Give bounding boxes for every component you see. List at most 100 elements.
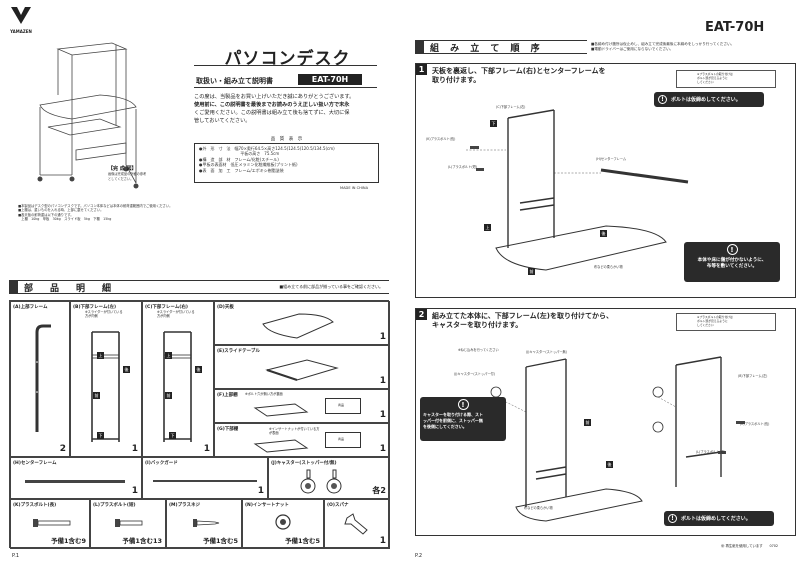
mark-top: 上 bbox=[484, 224, 491, 231]
spec-line-2: 平板の高さ 75.5cm bbox=[199, 151, 280, 157]
intro-line-1: この度は、当製品をお買い上げいただき誠にありがとうございます。 bbox=[194, 94, 355, 100]
part-f-sticker: 商品 bbox=[338, 403, 345, 407]
mark-bottom: 下 bbox=[490, 120, 497, 127]
part-o-qty: 1 bbox=[379, 536, 386, 546]
part-b-qty: 1 bbox=[131, 444, 138, 454]
part-g-sub: ※インサートナットが付いている方が表面 bbox=[269, 427, 320, 436]
part-j-qty: 各2 bbox=[372, 486, 386, 495]
made-in: MADE IN CHINA bbox=[340, 186, 369, 190]
upper-shelf-icon bbox=[253, 403, 309, 417]
step-1-diagram bbox=[466, 109, 689, 271]
lower-frame-right-icon bbox=[163, 331, 192, 442]
label-bolt-short: (L)プラスボルト(短) bbox=[448, 165, 477, 169]
part-c-qty: 1 bbox=[203, 444, 210, 454]
spec-line-1: ●外 形 寸 法 幅70×奥行64.5×高さ124.5(124.5)120.5/… bbox=[199, 146, 335, 151]
step-2-text: 組み立てた本体に、下部フレーム(左)を取り付けてから、 キャスターを取り付けます… bbox=[432, 312, 613, 330]
spec-line-4: ●甲板の表面材 低圧メラミン化粧繊維板(プリント紙) bbox=[199, 162, 298, 168]
part-h-qty: 1 bbox=[131, 486, 138, 496]
product-title: パソコンデスク bbox=[224, 49, 351, 69]
step-1-tip-2: ボルト頭が見えるように bbox=[697, 76, 728, 80]
step-2-warn-1-text-3: を後側にしてください。 bbox=[423, 424, 467, 429]
step-1-text-2: 取り付けます。 bbox=[432, 76, 481, 85]
step-2-text-2: キャスターを取り付けます。 bbox=[432, 321, 523, 330]
label-cloth-2: 布などの柔らかい物 bbox=[524, 506, 553, 510]
step-2-warn-1: ! キャスターを取り付ける際、スト ッパー付を前側に、ストッパー無 を後側にして… bbox=[420, 397, 506, 441]
label-note-2: ※ねじ込みを行ってください bbox=[458, 348, 499, 352]
part-k-qty: 予備1含む9 bbox=[50, 537, 86, 545]
part-n-qty: 予備1含む5 bbox=[284, 537, 320, 545]
intro-line-2: 使用前に、この説明書を最後までお読みのうえ正しい扱い方で末永 bbox=[194, 102, 350, 109]
warning-icon: ! bbox=[726, 244, 738, 255]
part-c-sub: ※スライダーが付いている方が内側 bbox=[157, 310, 195, 319]
step-2-warn-2-text: ボルトは仮締めしてください。 bbox=[681, 516, 751, 522]
footer-note: ㊥ 再生紙を使用しています 0702 bbox=[721, 544, 779, 548]
step-2-warn-1-text-2: ッパー付を前側に、ストッパー無 bbox=[423, 418, 483, 423]
part-i-qty: 1 bbox=[257, 486, 264, 496]
page-1: YAMAZEN 【完 成 図】 画像は完成品の外観の参考 としてください。 パソ… bbox=[0, 0, 395, 567]
brand-logo: YAMAZEN bbox=[9, 5, 33, 34]
parts-grid: (A)上部フレーム 2 (B)下部フレーム(左) ※スライダーが付いている方が内… bbox=[9, 300, 390, 549]
assembly-notes: ■各締め付け箇所は仮止めし、組み立て完成後最後に本締めをしっかり行ってください。… bbox=[591, 42, 796, 52]
label-bolt-long-2: (K)プラスボルト(長) bbox=[740, 422, 770, 426]
step-2-warn-2: ! ボルトは仮締めしてください。 bbox=[664, 511, 774, 526]
page-2-number: P.2 bbox=[415, 553, 423, 559]
long-bolt-icon bbox=[33, 519, 71, 527]
intro-text: この度は、当製品をお買い上げいただき誠にありがとうございます。 使用前に、この説… bbox=[194, 93, 379, 125]
step-2-tip-1: ※プラスボルトの取り付けは bbox=[697, 315, 733, 319]
desk-illustration bbox=[37, 42, 139, 189]
note-4: 上棚 10kg 甲板 30kg スライド板 5kg 下棚 15kg bbox=[18, 217, 112, 222]
intro-line-3: くご愛用ください。この説明書は組み立て後も捨てずに、大切に保 bbox=[194, 110, 350, 117]
step-1-tip-1: ※プラスボルトの取り付けは bbox=[697, 72, 733, 76]
part-k-label: (K)プラスボルト(長) bbox=[13, 503, 57, 508]
step-1-text-1: 天板を裏返し、下部フレーム(右)とセンターフレームを bbox=[432, 67, 606, 75]
short-bolt-icon bbox=[115, 519, 143, 527]
label-center-frame: (H)センターフレーム bbox=[596, 157, 627, 161]
part-i: (I)バックガード 1 bbox=[142, 457, 268, 499]
part-o-label: (O)スパナ bbox=[327, 503, 349, 508]
mark-front-2: 前 bbox=[584, 419, 591, 426]
part-j-label: (J)キャスター(ストッパー付/無) bbox=[271, 461, 337, 466]
complete-note-1: 画像は完成品の外観の参考 bbox=[108, 172, 147, 176]
warning-icon: ! bbox=[668, 514, 677, 523]
warning-icon: ! bbox=[658, 95, 667, 104]
part-e-qty: 1 bbox=[379, 376, 386, 386]
part-a: (A)上部フレーム 2 bbox=[10, 301, 70, 457]
assembly-note-1: ■各締め付け箇所は仮止めし、組み立て完成後最後に本締めをしっかり行ってください。 bbox=[591, 42, 735, 46]
step-1-warn-2-text-1: 本体や床に傷が付かないように、 bbox=[697, 258, 767, 263]
part-c-mark-bottom: 下 bbox=[169, 432, 176, 439]
upper-frame-icon bbox=[35, 324, 51, 432]
spec-line-3: ●構 造 部 材 フレーム/化粧(スチール) bbox=[199, 156, 279, 162]
note-1: ■本製品はデスク型のパソコンデスクです。パソコン本体などは本体の耐荷重範囲内でご… bbox=[18, 204, 173, 208]
part-f-label: (F)上部棚 bbox=[217, 393, 238, 398]
part-f-qty: 1 bbox=[379, 410, 386, 420]
part-b-mark-front: 前 bbox=[93, 392, 100, 399]
part-c-mark-top: 上 bbox=[165, 352, 172, 359]
desk-top-icon bbox=[262, 313, 334, 339]
complete-note-2: としてください。 bbox=[108, 177, 134, 181]
warning-icon: ! bbox=[457, 399, 469, 410]
lower-frame-left-icon bbox=[91, 331, 120, 442]
part-e: (E)スライドテーブル 1 bbox=[214, 345, 390, 389]
part-m-qty: 予備1含む5 bbox=[202, 537, 238, 545]
part-e-label: (E)スライドテーブル bbox=[217, 349, 260, 354]
part-l: (L)プラスボルト(短) 予備1含む13 bbox=[90, 499, 166, 549]
label-bolt-short-2: (L)プラスボルト(短) bbox=[696, 450, 725, 454]
part-a-qty: 2 bbox=[59, 444, 66, 454]
step-1-tip: ※プラスボルトの取り付けは ボルト頭が見えるように してください bbox=[676, 70, 776, 88]
spec-line-5: ●表 面 加 工 フレーム/エポキシ樹脂塗装 bbox=[199, 167, 284, 173]
label-frame-right: (C)下部フレーム(右) bbox=[496, 105, 526, 109]
part-k: (K)プラスボルト(長) 予備1含む9 bbox=[10, 499, 90, 549]
step-2-text-1: 組み立てた本体に、下部フレーム(左)を取り付けてから、 bbox=[432, 312, 613, 320]
label-caster-front: (J)キャスター(ストッパー付) bbox=[454, 372, 495, 376]
part-b: (B)下部フレーム(左) ※スライダーが付いている方が内側 上 前 後 下 1 bbox=[70, 301, 142, 457]
part-g: (G)下部棚 ※インサートナットが付いている方が表面 商品 1 bbox=[214, 423, 390, 457]
label-bolt-long: (K)プラスボルト(長) bbox=[426, 137, 456, 141]
part-l-qty: 予備1含む13 bbox=[122, 537, 162, 545]
spec-title: 品 質 表 示 bbox=[270, 137, 303, 142]
part-a-label: (A)上部フレーム bbox=[13, 305, 48, 310]
part-m: (M)プラスネジ 予備1含む5 bbox=[166, 499, 242, 549]
part-m-label: (M)プラスネジ bbox=[169, 503, 201, 508]
step-2-tip-2: ボルト頭が見えるように bbox=[697, 319, 728, 323]
step-2-warn-1-text-1: キャスターを取り付ける際、スト bbox=[423, 412, 483, 417]
model-number: EAT-70H bbox=[705, 20, 765, 35]
